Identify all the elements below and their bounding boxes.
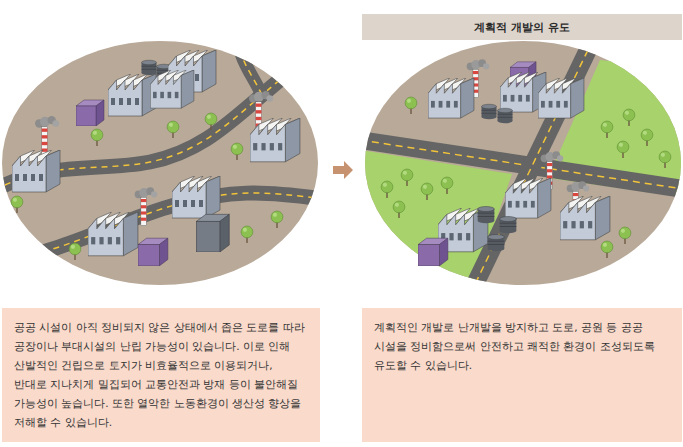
tree bbox=[659, 151, 671, 168]
tree bbox=[231, 143, 243, 160]
description-box: 공공 시설이 아직 정비되지 않은 상태에서 좁은 도로를 따라 공장이나 부대… bbox=[2, 308, 320, 442]
road bbox=[465, 25, 600, 305]
tree bbox=[69, 243, 81, 260]
factory bbox=[560, 196, 610, 240]
factory bbox=[108, 74, 156, 116]
road-centerline bbox=[239, 30, 262, 95]
tree bbox=[271, 211, 283, 228]
factory bbox=[150, 70, 194, 108]
auxiliary-building bbox=[138, 238, 168, 266]
tree bbox=[405, 97, 417, 114]
factory bbox=[428, 78, 474, 118]
factory bbox=[250, 118, 300, 162]
narrow-roads bbox=[0, 30, 330, 262]
factory bbox=[172, 176, 220, 218]
park bbox=[360, 150, 512, 300]
storage-tank bbox=[500, 217, 517, 234]
storage-tank bbox=[482, 104, 497, 119]
tree bbox=[617, 141, 629, 158]
tree bbox=[623, 109, 635, 126]
storage-tank bbox=[478, 207, 495, 224]
tree bbox=[421, 183, 433, 200]
description-text: 계획적인 개발로 난개발을 방지하고 도로, 공원 등 공공 시설을 정비함으로… bbox=[374, 318, 670, 375]
tree bbox=[167, 121, 179, 138]
storage-tank bbox=[488, 235, 505, 252]
tree bbox=[619, 227, 631, 244]
tree bbox=[393, 201, 405, 218]
transition-arrow bbox=[333, 161, 353, 179]
road bbox=[239, 30, 262, 95]
tree bbox=[641, 129, 653, 146]
header-text: 계획적 개발의 유도 bbox=[474, 20, 570, 35]
tree bbox=[11, 196, 23, 213]
factory bbox=[538, 78, 584, 118]
tree bbox=[441, 177, 453, 194]
factory bbox=[12, 150, 60, 192]
tree bbox=[205, 113, 217, 130]
tree bbox=[601, 121, 613, 138]
tree bbox=[601, 241, 613, 258]
auxiliary-building bbox=[418, 238, 448, 266]
auxiliary-building bbox=[196, 214, 229, 252]
tree bbox=[91, 129, 103, 146]
description-text: 공공 시설이 아직 정비되지 않은 상태에서 좁은 도로를 따라 공장이나 부대… bbox=[14, 318, 308, 432]
chimney bbox=[35, 116, 59, 157]
storage-tank bbox=[498, 108, 513, 123]
planned-area bbox=[360, 25, 683, 305]
header-band: 계획적 개발의 유도 bbox=[362, 14, 682, 40]
storage-tank bbox=[142, 60, 157, 75]
parks-and-roads bbox=[360, 25, 683, 305]
tree bbox=[381, 181, 393, 198]
unplanned-area bbox=[0, 30, 330, 285]
factory bbox=[88, 212, 138, 256]
tree bbox=[241, 226, 253, 243]
road-centerline bbox=[465, 25, 600, 305]
description-box: 계획적인 개발로 난개발을 방지하고 도로, 공원 등 공공 시설을 정비함으로… bbox=[362, 308, 682, 442]
auxiliary-building bbox=[76, 100, 104, 126]
factory bbox=[505, 178, 551, 218]
tree bbox=[401, 169, 413, 186]
